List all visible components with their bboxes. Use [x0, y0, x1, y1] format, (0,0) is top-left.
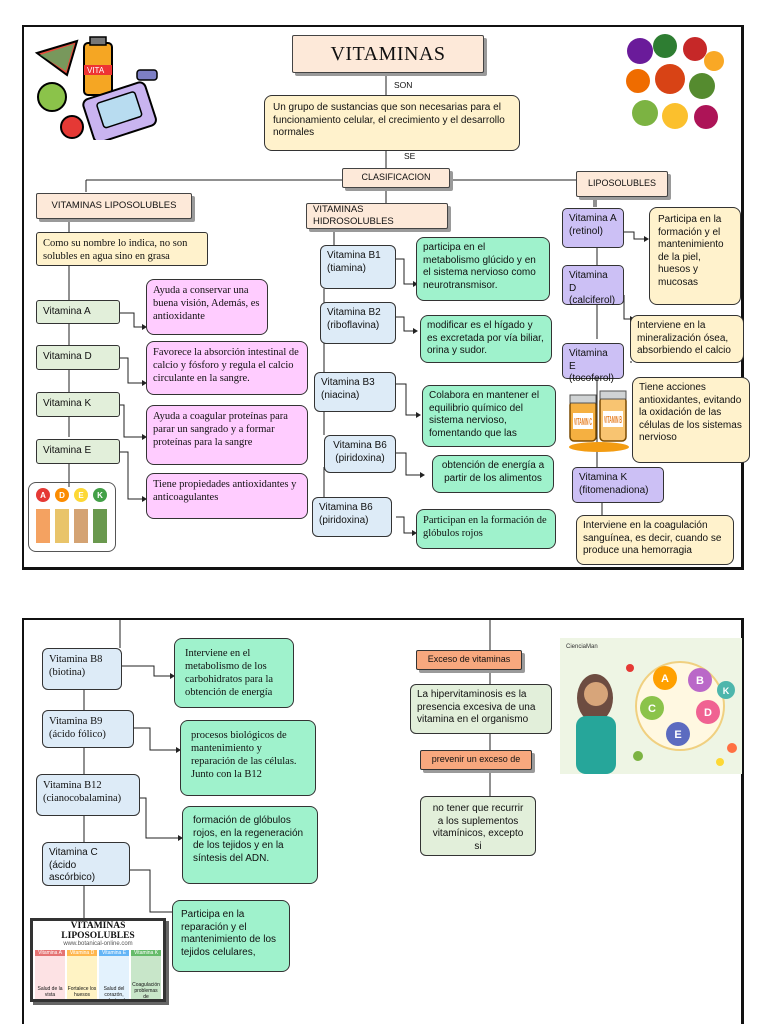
lipo-vitamina-d-desc: Favorece la absorción intestinal de calc…	[146, 341, 308, 395]
letter-a: A	[40, 491, 46, 500]
poster-site: www.botanical-online.com	[63, 941, 133, 947]
exceso-desc: La hipervitaminosis es la presencia exce…	[410, 684, 552, 734]
poster-cap-e: Salud del corazón, colesterol	[103, 986, 125, 1002]
hidro-vitamina-b3-desc: Colabora en mantener el equilibrio quími…	[422, 385, 556, 447]
lipo-vitamina-d: Vitamina D	[36, 345, 120, 370]
vitamina-b8-desc: Interviene en el metabolismo de los carb…	[174, 638, 294, 708]
circle-brand: CienciaMan	[566, 644, 598, 650]
poster-title: VITAMINAS LIPOSOLUBLES	[61, 921, 135, 941]
right-vitamina-d: Vitamina D (calciferol)	[562, 265, 624, 306]
poster-cap-k: Coagulación problemas de circulación	[132, 982, 160, 1000]
letter-d: D	[59, 491, 65, 500]
circle-letter-c: C	[648, 703, 656, 715]
hidro-vitamina-b3: Vitamina B3 (niacina)	[314, 372, 396, 412]
poster-col-k: Vitamina K	[131, 950, 161, 956]
hidro-vitamina-b2-desc: modificar es el hígado y es excretada po…	[420, 315, 552, 363]
vitamins-circle-illustration: CienciaMan A B C D E K	[560, 638, 742, 774]
liposolubles-header: VITAMINAS LIPOSOLUBLES	[36, 193, 192, 219]
hidro-vitamina-b6-b: Vitamina B6 (piridoxina)	[312, 497, 392, 537]
prevenir-desc: no tener que recurrir a los suplementos …	[420, 796, 536, 856]
right-vitamina-a-desc: Participa en la formación y el mantenimi…	[649, 207, 741, 305]
circle-letter-k: K	[723, 686, 730, 696]
right-vitamina-k-desc: Interviene en la coagulación sanguínea, …	[576, 515, 734, 565]
lipo-vitamina-e: Vitamina E	[36, 439, 120, 464]
fruits-vegetables-clipart	[620, 31, 726, 137]
right-vitamina-e: Vitamina E (tocoferol)	[562, 343, 624, 384]
letter-e: E	[78, 491, 84, 500]
lipo-vitamina-k: Vitamina K	[36, 392, 120, 417]
hidro-vitamina-b2: Vitamina B2 (riboflavina)	[320, 302, 396, 344]
exceso-header: Exceso de vitaminas	[416, 650, 522, 670]
vitamins-clipart: VITA	[32, 35, 164, 140]
poster-cap-d: Fortalece los huesos	[67, 986, 97, 998]
liposolubles-desc: Como su nombre lo indica, no son soluble…	[36, 232, 208, 266]
vitamin-foods-illustration: A D E K	[28, 482, 116, 552]
vitamina-c-desc: Participa en la reparación y el mantenim…	[172, 900, 290, 972]
liposolubles-poster: VITAMINAS LIPOSOLUBLES www.botanical-onl…	[30, 918, 166, 1002]
right-vitamina-a: Vitamina A (retinol)	[562, 208, 624, 248]
hidro-vitamina-b1: Vitamina B1 (tiamina)	[320, 245, 396, 289]
lipo-vitamina-a-desc: Ayuda a conservar una buena visión, Adem…	[146, 279, 268, 335]
right-vitamina-e-desc: Tiene acciones antioxidantes, evitando l…	[632, 377, 750, 463]
vitamina-b12: Vitamina B12 (cianocobalamina)	[36, 774, 140, 816]
bottle-label: VITA	[87, 66, 105, 75]
poster-col-e: Vitamina E	[99, 950, 129, 956]
circle-letter-d: D	[704, 707, 712, 719]
concept-map-page-2: Vitamina B8 (biotina) Interviene en el m…	[22, 618, 744, 1024]
title-box: VITAMINAS	[292, 35, 484, 73]
hidro-vitamina-b6-a-desc: obtención de energía a partir de los ali…	[432, 455, 554, 493]
lipo-vitamina-a: Vitamina A	[36, 300, 120, 324]
hidrosolubles-header: VITAMINAS HIDROSOLUBLES	[306, 203, 448, 229]
jar-label-c: VITAMIN C	[574, 417, 592, 428]
se-label: SE	[404, 151, 416, 161]
poster-cap-a: Salud de la vista	[37, 986, 63, 998]
vitamina-c: Vitamina C (ácido ascórbico)	[42, 842, 130, 886]
circle-letter-a: A	[661, 673, 669, 685]
definition-box: Un grupo de sustancias que son necesaria…	[264, 95, 520, 151]
poster-col-d: Vitamina D	[67, 950, 97, 956]
lipo-vitamina-k-desc: Ayuda a coagular proteínas para parar un…	[146, 405, 308, 465]
hidro-vitamina-b1-desc: participa en el metabolismo glúcido y en…	[416, 237, 550, 301]
liposolubles-right-header: LIPOSOLUBLES	[576, 171, 668, 197]
jar-label-b: VITAMIN B	[604, 415, 622, 426]
right-vitamina-d-desc: Interviene en la mineralización ósea, ab…	[630, 315, 744, 363]
vitamin-jars-illustration: VITAMIN C VITAMIN B	[566, 389, 632, 453]
hidro-vitamina-b6-b-desc: Participan en la formación de glóbulos r…	[416, 509, 556, 549]
letter-k: K	[97, 491, 103, 500]
right-vitamina-k: Vitamina K (fitomenadiona)	[572, 467, 664, 503]
poster-col-a: Vitamina A	[35, 950, 65, 956]
circle-letter-e: E	[674, 729, 681, 741]
circle-letter-b: B	[696, 675, 704, 687]
vitamina-b9: Vitamina B9 (ácido fólico)	[42, 710, 134, 748]
concept-map-page-1: VITA VITAMINAS SON Un grupo de sustancia…	[22, 25, 750, 570]
connector-lines-2	[83, 620, 491, 922]
lipo-vitamina-e-desc: Tiene propiedades antioxidantes y antico…	[146, 473, 308, 519]
son-label: SON	[394, 80, 413, 90]
prevenir-header: prevenir un exceso de	[420, 750, 532, 770]
hidro-vitamina-b6-a: Vitamina B6 (piridoxina)	[324, 435, 396, 473]
vitamina-b9-desc: procesos biológicos de mantenimiento y r…	[180, 720, 316, 796]
vitamina-b8: Vitamina B8 (biotina)	[42, 648, 122, 690]
vitamina-b12-desc: formación de glóbulos rojos, en la regen…	[182, 806, 318, 884]
clasificacion-box: CLASIFICACION	[342, 168, 450, 188]
